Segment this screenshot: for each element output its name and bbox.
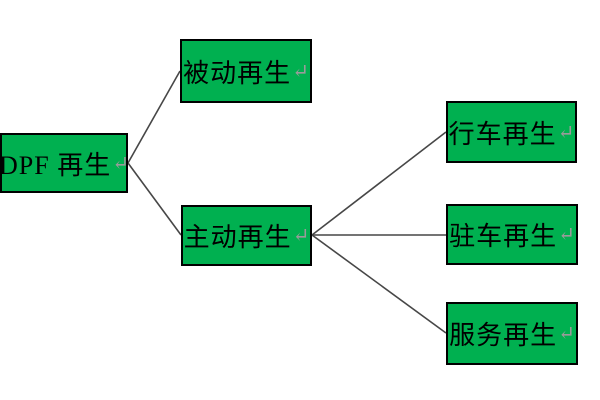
node-driving-regeneration: 行车再生↵	[446, 101, 577, 163]
node-active-label: 主动再生	[183, 223, 292, 252]
paragraph-mark-icon: ↵	[558, 323, 575, 345]
node-dpf-regeneration: DPF 再生↵	[0, 133, 129, 193]
paragraph-mark-icon: ↵	[292, 60, 309, 83]
node-service-label: 服务再生	[449, 321, 558, 350]
paragraph-mark-icon: ↵	[292, 225, 310, 247]
node-parking-label: 驻车再生	[449, 222, 558, 251]
connector-active-service	[311, 234, 447, 334]
connector-active-driving	[311, 131, 447, 236]
paragraph-mark-icon: ↵	[112, 152, 129, 175]
node-dpf-label: DPF 再生	[0, 150, 112, 180]
node-driving-label: 行车再生	[448, 119, 557, 149]
connector-dpf-active	[127, 162, 182, 236]
node-active-regeneration: 主动再生↵	[181, 205, 312, 266]
node-service-regeneration: 服务再生↵	[446, 302, 578, 365]
node-passive-regeneration: 被动再生↵	[180, 39, 312, 103]
paragraph-mark-icon: ↵	[557, 121, 575, 144]
connector-dpf-passive	[127, 70, 181, 164]
node-passive-label: 被动再生	[183, 58, 292, 88]
node-parking-regeneration: 驻车再生↵	[446, 204, 578, 265]
paragraph-mark-icon: ↵	[558, 224, 575, 246]
